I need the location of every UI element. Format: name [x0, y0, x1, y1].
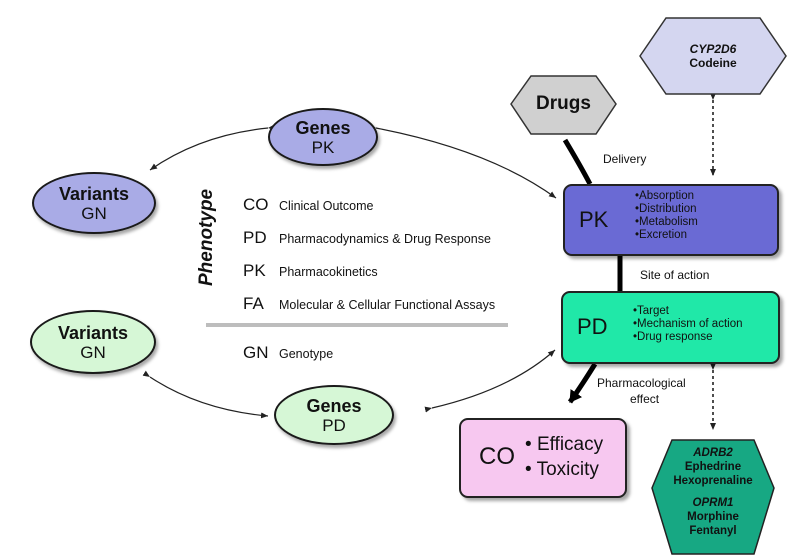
adrb2-drug2: Hexoprenaline [673, 475, 753, 487]
phenotype-label: Phenotype [196, 188, 217, 286]
adrb2-gene: ADRB2 [693, 447, 733, 459]
adrb2-oprm1-text: ADRB2 Ephedrine Hexoprenaline OPRM1 Morp… [652, 446, 774, 538]
pd-item: Drug response [633, 331, 743, 344]
variants-bottom-title: Variants [57, 322, 129, 343]
delivery-label: Delivery [603, 152, 647, 166]
legend-full: Genotype [279, 347, 334, 361]
cyp-gene: CYP2D6 [689, 42, 737, 56]
oprm1-gene: OPRM1 [692, 497, 734, 509]
legend-abbr: GN [243, 343, 269, 362]
drugs-label: Drugs [536, 93, 591, 114]
pk-item: Metabolism [635, 216, 698, 229]
pd-box-label: PD [577, 314, 608, 339]
co-box: CO Efficacy Toxicity [459, 418, 627, 498]
legend-full: Pharmacodynamics & Drug Response [279, 232, 491, 246]
adrb2-drug1: Ephedrine [684, 461, 742, 473]
pharm-effect-label-2: effect [630, 392, 660, 406]
pk-item: Distribution [635, 203, 698, 216]
genes-pd-title: Genes [306, 395, 362, 416]
adrb2-oprm1-hexagon [651, 439, 775, 555]
genes-pk-node: Genes PK [268, 108, 378, 166]
pd-box-list: Target Mechanism of action Drug response [633, 305, 743, 344]
legend-full: Pharmacokinetics [279, 265, 378, 279]
pd-item: Target [633, 305, 743, 318]
cyp-text: CYP2D6 Codeine [640, 42, 786, 70]
legend-abbr: FA [243, 294, 264, 313]
cyp2d6-hexagon [639, 17, 787, 95]
pharm-effect-label-1: Pharmacological [597, 376, 686, 390]
oprm1-drug1: Morphine [687, 511, 739, 523]
variants-top-title: Variants [58, 183, 130, 204]
legend-row-pd: PD Pharmacodynamics & Drug Response [243, 228, 491, 248]
pk-box-list: Absorption Distribution Metabolism Excre… [635, 190, 698, 242]
pk-item: Excretion [635, 229, 698, 242]
legend-row-gn: GN Genotype [243, 343, 333, 363]
pk-box: PK Absorption Distribution Metabolism Ex… [563, 184, 779, 256]
arrow-genespk-pkbox [368, 123, 557, 199]
pd-item: Mechanism of action [633, 318, 742, 331]
legend-full: Molecular & Cellular Functional Assays [279, 298, 496, 312]
genes-pk-title: Genes [295, 117, 351, 138]
genes-pd-sub: PD [322, 415, 346, 435]
legend-row-co: CO Clinical Outcome [243, 195, 373, 215]
arrow-variants-genespd [142, 370, 269, 419]
oprm1-drug2: Fentanyl [689, 525, 737, 537]
arrow-genespd-pdbox [424, 349, 556, 413]
genes-pk-sub: PK [311, 137, 335, 157]
pk-box-label: PK [579, 207, 609, 232]
legend-abbr: PD [243, 228, 267, 247]
legend-abbr: PK [243, 261, 266, 280]
legend-abbr: CO [243, 195, 269, 214]
pk-item: Absorption [635, 190, 698, 203]
co-item: Efficacy [525, 432, 603, 457]
co-box-label: CO [479, 443, 515, 470]
co-box-list: Efficacy Toxicity [525, 432, 604, 482]
genes-pd-node: Genes PD [274, 385, 394, 445]
legend-full: Clinical Outcome [279, 199, 374, 213]
co-item: Toxicity [525, 457, 603, 482]
pharmacological-effect-arrow [567, 362, 598, 404]
legend-row-fa: FA Molecular & Cellular Functional Assays [243, 294, 495, 314]
pd-box: PD Target Mechanism of action Drug respo… [561, 291, 780, 364]
arrow-genespk-variants [149, 124, 276, 171]
legend-row-pk: PK Pharmacokinetics [243, 261, 378, 281]
variants-bottom-sub: GN [80, 342, 106, 362]
variants-top-sub: GN [81, 203, 107, 223]
site-of-action-label: Site of action [640, 268, 710, 282]
cyp-drug: Codeine [689, 56, 737, 70]
variants-gn-top-node: Variants GN [32, 172, 156, 234]
delivery-line [562, 138, 593, 186]
variants-gn-bottom-node: Variants GN [30, 310, 156, 374]
drugs-hexagon [510, 75, 617, 135]
